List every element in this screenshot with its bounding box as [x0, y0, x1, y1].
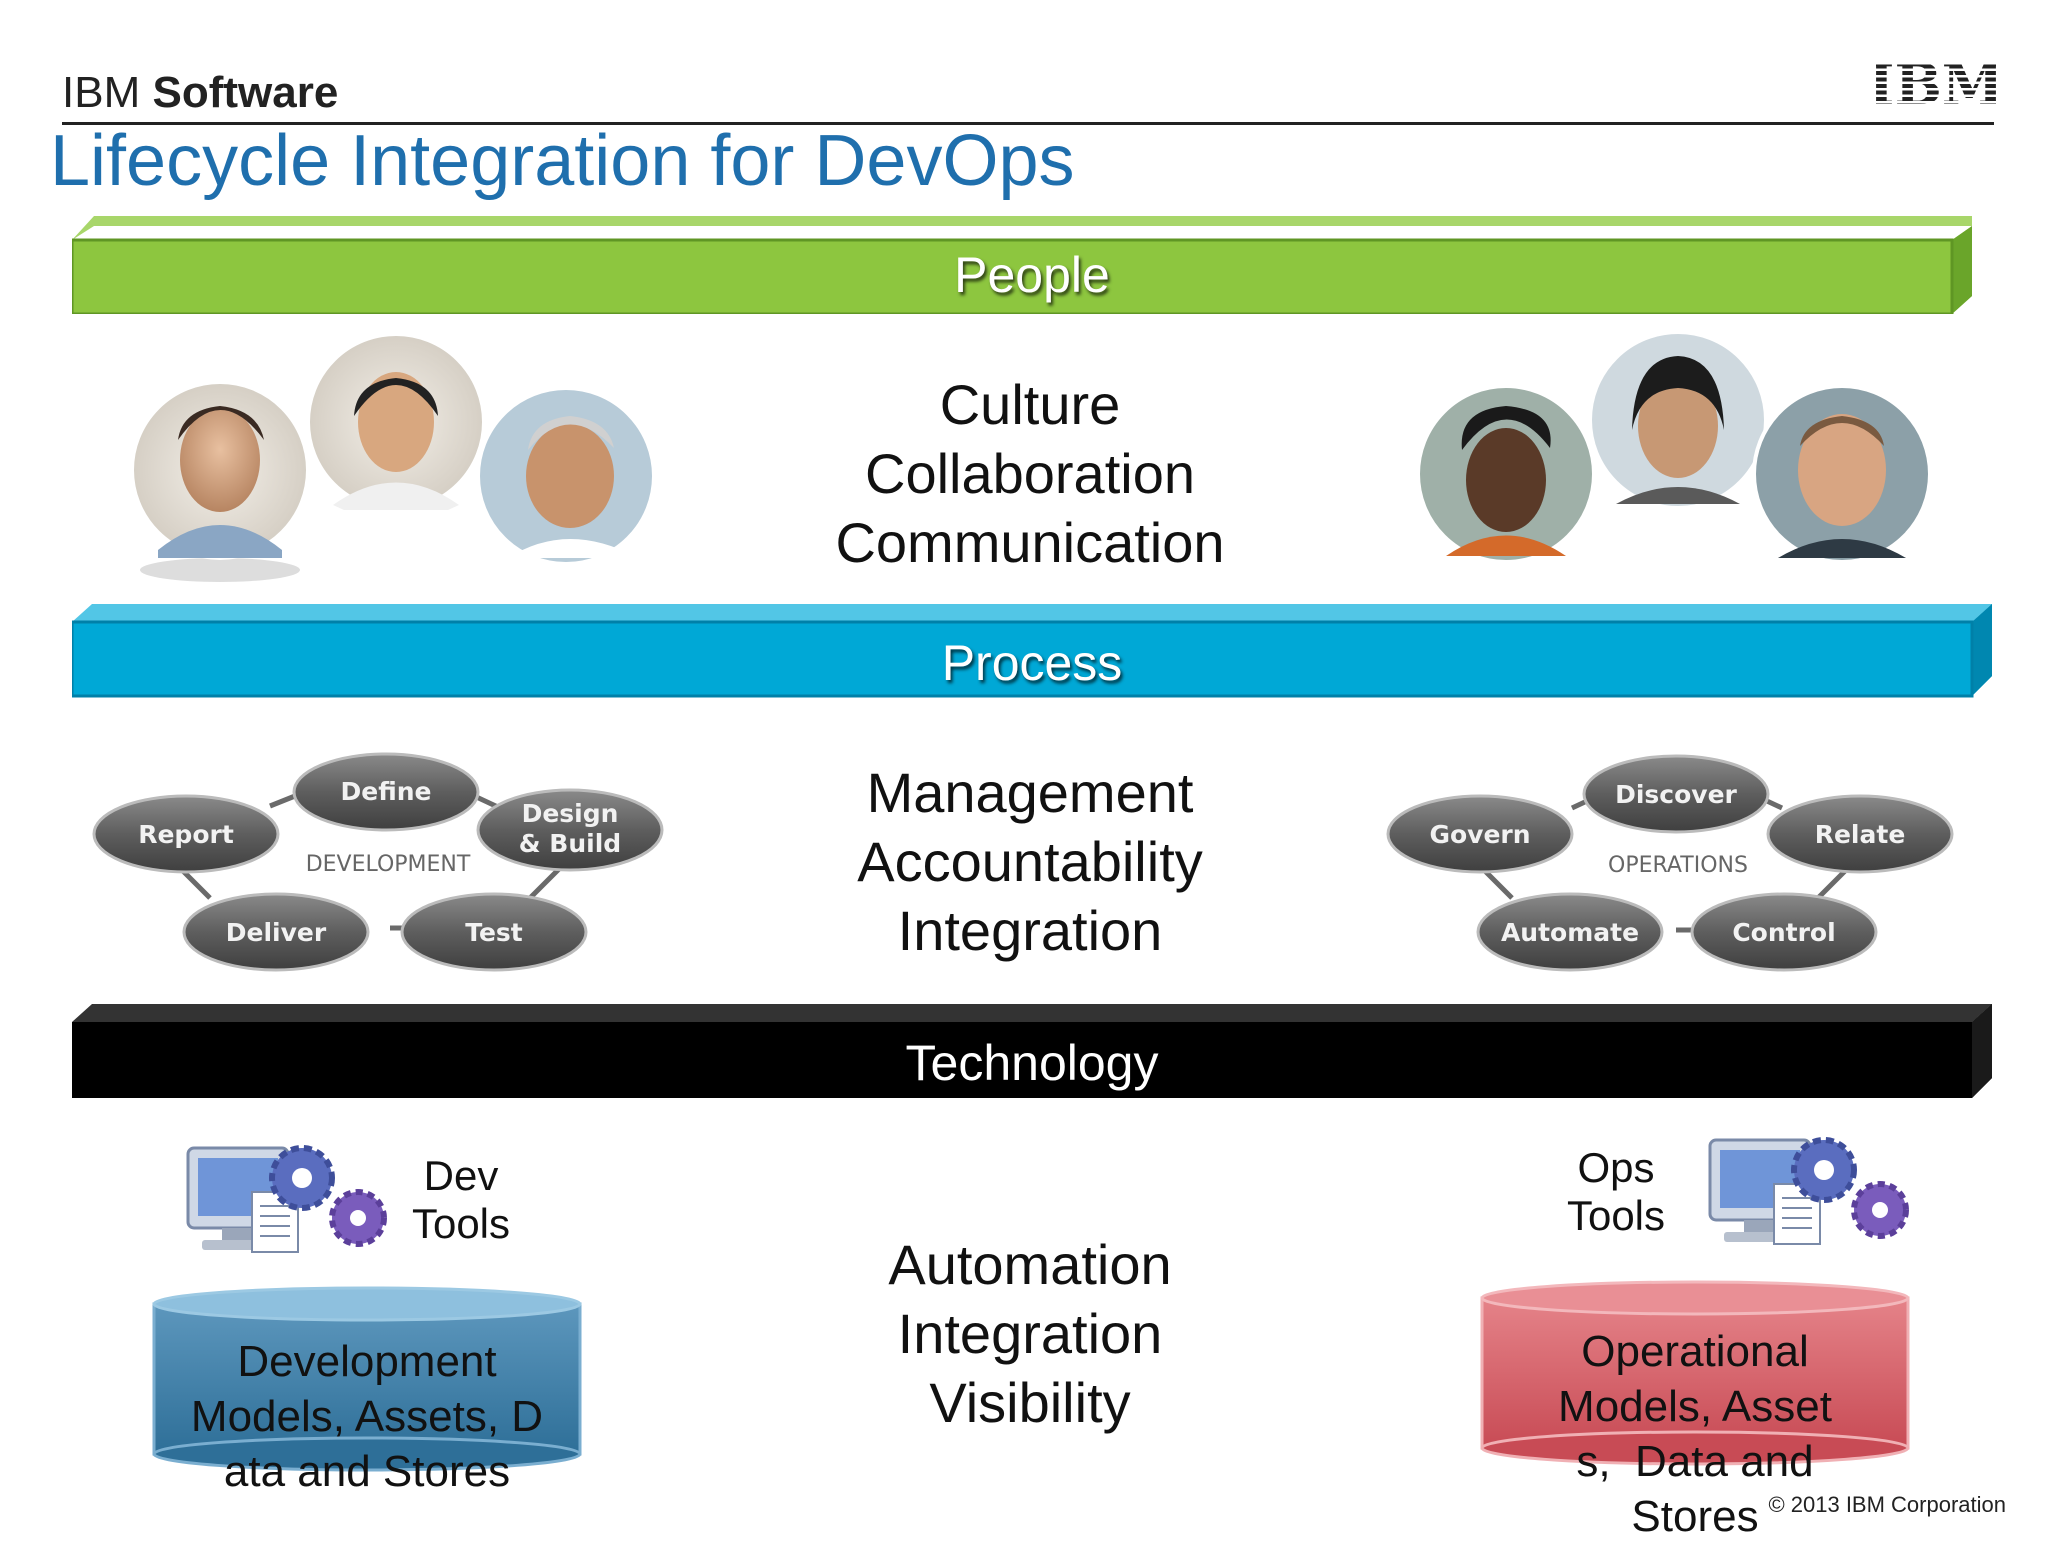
header-divider [62, 122, 1994, 125]
avatar [130, 380, 310, 582]
dev-tools-line2: Tools [411, 1200, 511, 1247]
ops-node-automate-label: Automate [1501, 918, 1639, 947]
ibm-logo-text: IBM [1876, 58, 1996, 110]
dev-node-deliver-label: Deliver [226, 918, 327, 947]
dev-cycle-center-label: DEVELOPMENT [306, 852, 471, 877]
brand-label: IBM Software [62, 68, 338, 118]
computer-gears-icon [186, 1145, 387, 1253]
people-avatars-left [130, 332, 656, 582]
dev-node-report-label: Report [138, 820, 234, 849]
process-line-integration: Integration [897, 899, 1163, 962]
technology-line-integration: Integration [897, 1302, 1163, 1365]
avatar [1416, 384, 1596, 564]
ops-tools-line2: Tools [1566, 1192, 1666, 1239]
process-values: Management Accountability Integration [750, 758, 1310, 965]
development-store-label: Development Models, Assets, D ata and St… [150, 1334, 584, 1499]
ops-tools-icon [1708, 1137, 1909, 1245]
svg-text:& Build: & Build [519, 829, 621, 858]
ops-node-relate: Relate [1766, 794, 1954, 874]
svg-text:Design: Design [522, 799, 619, 828]
dev-tools-line1: Dev [423, 1152, 499, 1199]
ops-store-line4: Stores [1631, 1492, 1759, 1541]
technology-band-label: Technology [905, 1035, 1159, 1091]
dev-tools-icon [186, 1145, 387, 1253]
process-band: Process [72, 604, 1992, 702]
ops-node-discover: Discover [1582, 754, 1770, 834]
development-store-cylinder [152, 1286, 582, 1472]
ops-node-discover-label: Discover [1615, 780, 1737, 809]
page-title: Lifecycle Integration for DevOps [50, 121, 1075, 201]
avatar [1588, 330, 1768, 510]
people-band-label: People [954, 247, 1110, 303]
ops-node-control: Control [1690, 892, 1878, 972]
people-band: People [72, 216, 1992, 314]
operational-store-cylinder [1480, 1280, 1910, 1466]
dev-store-line2: Models, Assets, D [190, 1392, 544, 1441]
technology-values: Automation Integration Visibility [750, 1230, 1310, 1437]
dev-store-line3: ata and Stores [223, 1447, 511, 1496]
ops-node-govern-label: Govern [1429, 820, 1530, 849]
ops-node-control-label: Control [1732, 918, 1835, 947]
ibm-logo: IBM [1868, 52, 2004, 118]
people-line-collaboration: Collaboration [865, 442, 1195, 505]
ops-node-govern: Govern [1386, 794, 1574, 874]
process-line-management: Management [866, 761, 1194, 824]
operational-store-label: Operational Models, Asset s, Data and St… [1478, 1324, 1912, 1544]
dev-store-line1: Development [237, 1337, 497, 1386]
ops-node-automate: Automate [1476, 892, 1664, 972]
dev-node-define-label: Define [341, 777, 432, 806]
technology-line-automation: Automation [888, 1233, 1172, 1296]
copyright-notice: © 2013 IBM Corporation [1768, 1492, 2006, 1517]
ops-store-line3: s, Data and [1576, 1437, 1814, 1486]
dev-tools-label: Dev Tools [406, 1152, 516, 1248]
operations-cycle: Discover Relate Control Automate Govern … [1386, 754, 1954, 972]
people-values: Culture Collaboration Communication [750, 370, 1310, 577]
ops-node-relate-label: Relate [1815, 820, 1906, 849]
ops-store-line2: Models, Asset [1558, 1382, 1832, 1431]
technology-line-visibility: Visibility [929, 1371, 1131, 1434]
brand-ibm: IBM [62, 68, 141, 117]
development-cycle: Define Design & Build Test Deliver Repor… [92, 752, 664, 972]
avatar [1752, 384, 1932, 564]
process-line-accountability: Accountability [857, 830, 1203, 893]
process-band-label: Process [941, 635, 1123, 691]
dev-node-deliver: Deliver [182, 892, 370, 972]
dev-node-design-build: Design & Build [476, 788, 664, 872]
technology-band: Technology [72, 1004, 1992, 1102]
avatar [476, 386, 656, 566]
ops-store-line1: Operational [1581, 1327, 1809, 1376]
dev-node-test: Test [400, 892, 588, 972]
dev-node-report: Report [92, 794, 280, 874]
computer-gears-icon [1708, 1137, 1909, 1245]
dev-node-test-label: Test [465, 918, 523, 947]
people-avatars-right [1416, 330, 1932, 564]
dev-node-define: Define [292, 752, 480, 832]
people-line-communication: Communication [835, 511, 1225, 574]
ops-tools-label: Ops Tools [1556, 1144, 1676, 1240]
people-line-culture: Culture [939, 373, 1121, 436]
brand-software: Software [152, 68, 339, 117]
avatar [306, 332, 486, 512]
ops-tools-line1: Ops [1577, 1144, 1655, 1191]
ops-cycle-center-label: OPERATIONS [1608, 853, 1748, 878]
